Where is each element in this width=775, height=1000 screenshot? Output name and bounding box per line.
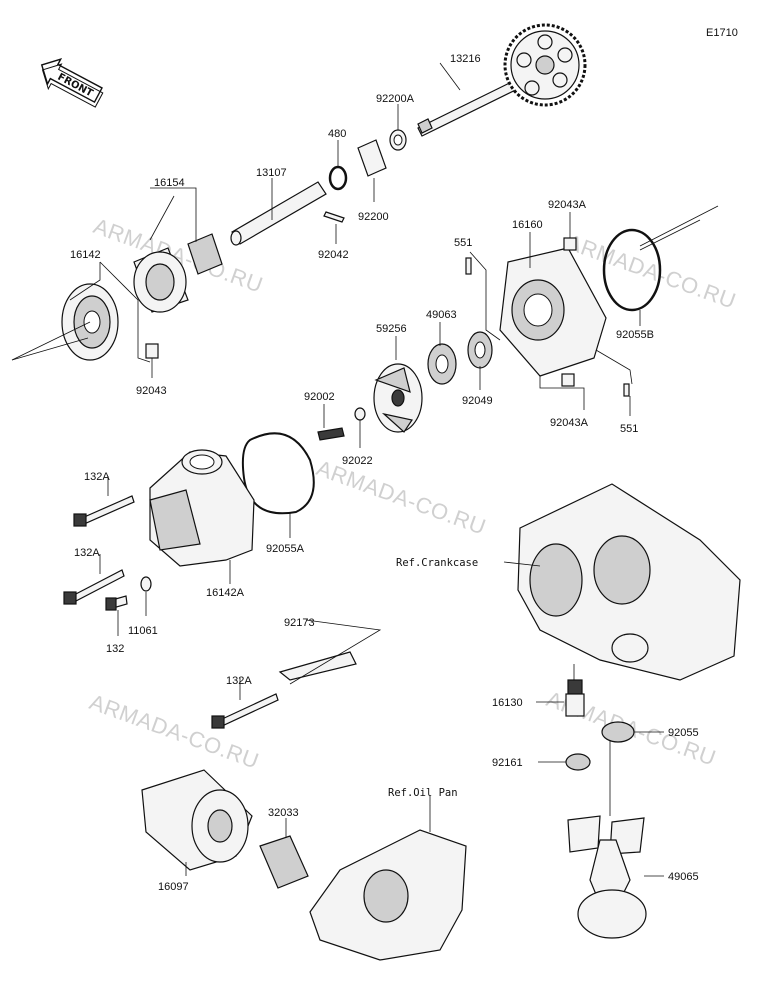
oring-92055B [602, 228, 662, 312]
part-label-92002[interactable]: 92002 [304, 391, 335, 403]
pipe-32033 [259, 835, 309, 889]
pump-body-16160 [499, 247, 607, 377]
bolt-132A-2 [63, 569, 125, 605]
ref-oil-pan-label: Ref.Oil Pan [388, 787, 458, 799]
part-label-92055B[interactable]: 92055B [616, 329, 654, 341]
front-arrow-icon: FRONT [40, 58, 104, 108]
part-label-551-bottom[interactable]: 551 [620, 423, 638, 435]
rotor-16154 [133, 233, 223, 313]
plate-92200 [357, 139, 387, 177]
oil-pan [309, 829, 467, 961]
nipple-16130 [565, 679, 585, 717]
part-label-132A-2[interactable]: 132A [74, 547, 100, 559]
part-label-92055[interactable]: 92055 [668, 727, 699, 739]
part-label-16097[interactable]: 16097 [158, 881, 189, 893]
part-label-92200[interactable]: 92200 [358, 211, 389, 223]
part-label-49063[interactable]: 49063 [426, 309, 457, 321]
part-label-59256[interactable]: 59256 [376, 323, 407, 335]
dowel-92043A-bottom [561, 373, 575, 387]
bolt-132A-3 [211, 693, 279, 729]
bolt-132A-1 [73, 495, 135, 527]
shaft-13216 [417, 23, 587, 137]
diagram-code: E1710 [706, 27, 738, 39]
part-label-16130[interactable]: 16130 [492, 697, 523, 709]
part-labels: 13216 92200A 480 13107 16154 92200 92042… [70, 53, 699, 893]
part-label-480[interactable]: 480 [328, 128, 346, 140]
part-label-92043A-top[interactable]: 92043A [548, 199, 587, 211]
dowel-92043 [145, 343, 159, 359]
part-label-16160[interactable]: 16160 [512, 219, 543, 231]
part-label-92055A[interactable]: 92055A [266, 543, 305, 555]
ref-crankcase-label: Ref.Crankcase [396, 557, 478, 569]
bolt-92002 [317, 427, 345, 441]
part-label-132[interactable]: 132 [106, 643, 124, 655]
part-label-132A-3[interactable]: 132A [226, 675, 252, 687]
part-label-92049[interactable]: 92049 [462, 395, 493, 407]
oring-92055 [601, 721, 635, 743]
bracket-92173 [278, 651, 357, 681]
gasket-92055A [241, 432, 315, 515]
part-label-551-top[interactable]: 551 [454, 237, 472, 249]
part-label-16154[interactable]: 16154 [154, 177, 185, 189]
impeller-59256 [373, 363, 423, 433]
nut-92161 [565, 753, 591, 771]
part-label-49065[interactable]: 49065 [668, 871, 699, 883]
dowel-92043A-top [563, 237, 577, 251]
part-label-11061[interactable]: 11061 [128, 625, 158, 637]
part-label-92042[interactable]: 92042 [318, 249, 349, 261]
part-label-92043A-bottom[interactable]: 92043A [550, 417, 589, 429]
watermark-3: ARMADA-CO.RU [313, 455, 489, 539]
part-label-32033[interactable]: 32033 [268, 807, 299, 819]
part-label-92022[interactable]: 92022 [342, 455, 373, 467]
part-label-132A-1[interactable]: 132A [84, 471, 110, 483]
pin-551-top [465, 257, 472, 275]
part-label-16142A[interactable]: 16142A [206, 587, 245, 599]
circlip-480 [328, 165, 348, 191]
strainer-49065 [567, 815, 647, 939]
watermark-4: ARMADA-CO.RU [86, 689, 262, 773]
washer-11061 [140, 576, 152, 592]
oil-filter-16097 [141, 769, 253, 871]
pin-551-bottom [623, 383, 630, 397]
washer-92022 [354, 407, 366, 421]
housing-16142A [149, 449, 255, 567]
part-label-92173[interactable]: 92173 [284, 617, 315, 629]
part-label-13107[interactable]: 13107 [256, 167, 287, 179]
part-label-16142[interactable]: 16142 [70, 249, 101, 261]
part-label-92043[interactable]: 92043 [136, 385, 167, 397]
part-label-92200A[interactable]: 92200A [376, 93, 415, 105]
part-label-92161[interactable]: 92161 [492, 757, 523, 769]
crankcase [517, 483, 741, 681]
leader-lines [11, 62, 719, 877]
part-label-13216[interactable]: 13216 [450, 53, 481, 65]
bolt-132 [105, 595, 128, 611]
shaft-13107 [230, 181, 327, 246]
pin-92042 [323, 211, 345, 223]
